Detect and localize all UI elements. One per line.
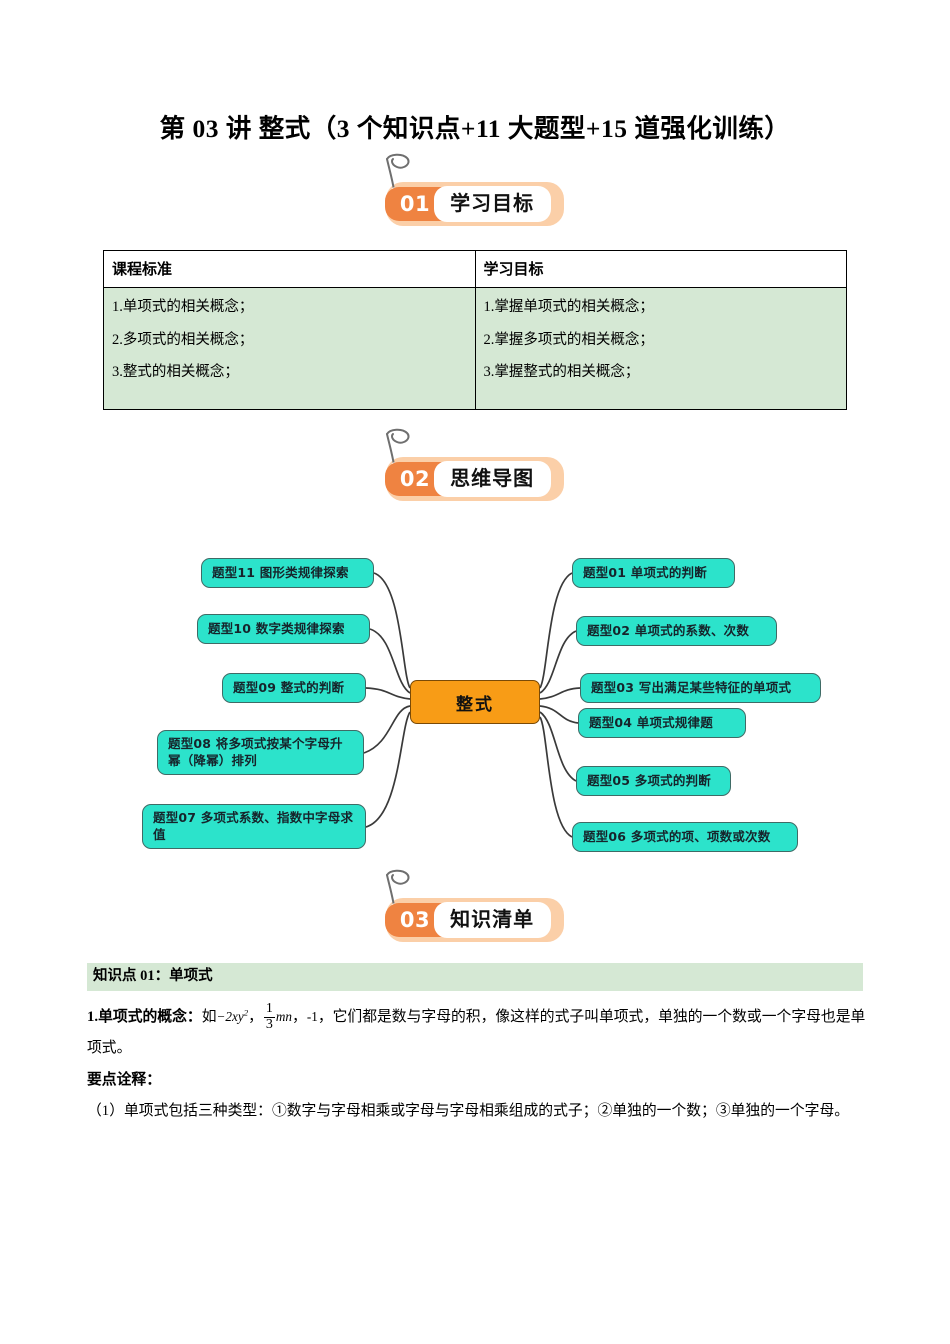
list-item: 1.单项式的相关概念； xyxy=(112,299,254,315)
note-1-paragraph: （1）单项式包括三种类型：①数字与字母相乘或字母与字母相乘组成的式子；②单独的一… xyxy=(87,1103,850,1120)
list-item: 2.掌握多项式的相关概念； xyxy=(483,331,654,348)
section-banner-02: 02 思维导图 xyxy=(0,428,950,501)
mindmap-node-right-1[interactable]: 题型01 单项式的判断 xyxy=(572,558,735,588)
mindmap-node-right-2[interactable]: 题型02 单项式的系数、次数 xyxy=(576,616,777,646)
objectives-table: 课程标准 学习目标 1.单项式的相关概念； 2.多项式的相关概念； 3.整式的相… xyxy=(103,250,847,410)
mindmap-node-right-6[interactable]: 题型06 多项式的项、项数或次数 xyxy=(572,822,798,852)
list-item: 3.整式的相关概念； xyxy=(112,364,239,381)
mindmap-node-left-07[interactable]: 题型07 多项式系数、指数中字母求值 xyxy=(142,804,366,849)
concept-tail: ，它们都是数与字母的积，像这样的式子叫单项式，单独的一个数或一个字母也是单项式。 xyxy=(87,1009,866,1057)
course-standard-list: 1.单项式的相关概念； 2.多项式的相关概念； 3.整式的相关概念； xyxy=(104,288,475,409)
mindmap-node-right-5[interactable]: 题型05 多项式的判断 xyxy=(576,766,731,796)
mindmap-node-right-4[interactable]: 题型04 单项式规律题 xyxy=(578,708,746,738)
concept-lead: 如 xyxy=(201,1009,217,1025)
banner-label-02: 思维导图 xyxy=(434,461,552,497)
mindmap-center-node[interactable]: 整式 xyxy=(410,680,540,724)
table-body-row: 1.单项式的相关概念； 2.多项式的相关概念； 3.整式的相关概念； 1.掌握单… xyxy=(103,287,847,410)
banner-label-03: 知识清单 xyxy=(434,902,552,938)
example-fraction-variable: mn xyxy=(275,1009,292,1024)
page-title: 第 03 讲 整式（3 个知识点+11 大题型+15 道强化训练） xyxy=(159,114,791,143)
table-header-row: 课程标准 学习目标 xyxy=(103,250,847,288)
mindmap: 整式 题型01 单项式的判断 题型02 单项式的系数、次数 题型03 写出满足某… xyxy=(0,525,950,880)
learning-goal-list: 1.掌握单项式的相关概念； 2.掌握多项式的相关概念； 3.掌握整式的相关概念； xyxy=(475,288,846,409)
list-item: 2.多项式的相关概念； xyxy=(112,331,254,348)
concept-label: 1.单项式的概念： xyxy=(87,1009,202,1025)
list-item: 3.掌握整式的相关概念； xyxy=(483,364,640,381)
mindmap-connectors xyxy=(363,572,581,838)
mindmap-node-left-09[interactable]: 题型09 整式的判断 xyxy=(222,673,366,703)
banner-02: 02 思维导图 xyxy=(384,428,565,501)
table-header-course-standard: 课程标准 xyxy=(103,250,476,288)
example-monomial-3: -1 xyxy=(306,1009,318,1024)
mindmap-node-left-11[interactable]: 题型11 图形类规律探索 xyxy=(201,558,374,588)
section-banner-03: 03 知识清单 xyxy=(0,869,950,942)
section-banner-01: 01 学习目标 xyxy=(0,153,950,226)
table-cell-learning-goal: 1.掌握单项式的相关概念； 2.掌握多项式的相关概念； 3.掌握整式的相关概念； xyxy=(474,287,847,410)
notes-label: 要点诠释： xyxy=(87,1071,161,1088)
banner-03: 03 知识清单 xyxy=(384,869,565,942)
notes-label-paragraph: 要点诠释： xyxy=(87,1065,875,1096)
banner-label-01: 学习目标 xyxy=(434,186,552,222)
banner-01: 01 学习目标 xyxy=(384,153,565,226)
mindmap-node-right-3[interactable]: 题型03 写出满足某些特征的单项式 xyxy=(580,673,821,703)
mindmap-node-left-10[interactable]: 题型10 数字类规律探索 xyxy=(197,614,370,644)
list-item: 1.掌握单项式的相关概念； xyxy=(483,299,654,315)
table-cell-course-standard: 1.单项式的相关概念； 2.多项式的相关概念； 3.整式的相关概念； xyxy=(103,287,476,410)
example-monomial-1: −2xy2 xyxy=(216,1007,249,1024)
table-header-learning-goal: 学习目标 xyxy=(474,250,847,288)
knowledge-point-heading: 知识点 01：单项式 xyxy=(87,963,863,991)
mindmap-node-left-08[interactable]: 题型08 将多项式按某个字母升幂（降幂）排列 xyxy=(157,730,364,775)
